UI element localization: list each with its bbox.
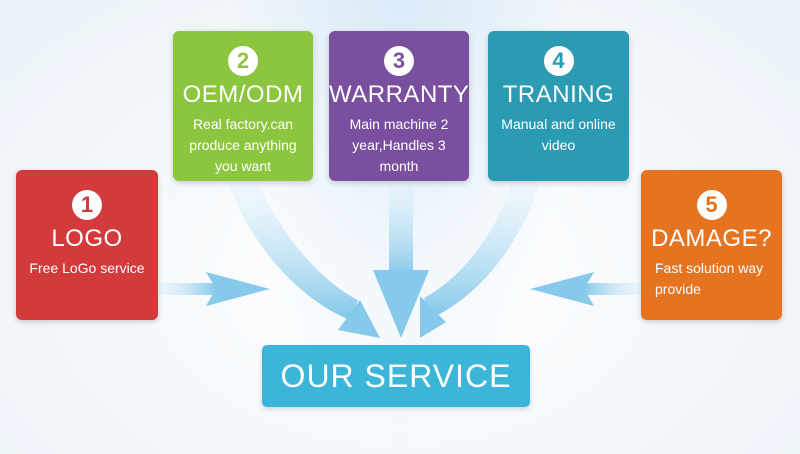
oem-odm-service-card: 2 OEM/ODM Real factory.can produce anyth… bbox=[173, 31, 313, 181]
arrow-from-training bbox=[420, 182, 540, 338]
card-description: Free LoGo service bbox=[29, 260, 145, 277]
arrow-from-logo bbox=[158, 272, 270, 306]
card-title: OEM/ODM bbox=[182, 81, 304, 108]
card-title: TRANING bbox=[502, 81, 615, 108]
training-service-card: 4 TRANING Manual and online video bbox=[488, 31, 629, 181]
arrow-from-oem bbox=[228, 182, 380, 338]
warranty-service-card: 3 WARRANTY Main machine 2 year,Handles 3… bbox=[329, 31, 469, 181]
arrow-from-damage bbox=[530, 272, 642, 306]
number-badge: 1 bbox=[72, 190, 102, 220]
card-description: Main machine 2 year,Handles 3 month bbox=[349, 116, 449, 175]
arrow-from-warranty bbox=[373, 182, 429, 338]
damage-service-card: 5 DAMAGE? Fast solution way provide bbox=[641, 170, 782, 320]
number-badge: 4 bbox=[543, 46, 574, 76]
number-badge: 5 bbox=[696, 190, 727, 220]
card-description: Manual and online video bbox=[501, 116, 616, 154]
card-title: WARRANTY bbox=[329, 81, 470, 108]
number-badge: 2 bbox=[228, 46, 258, 76]
our-service-box: OUR SERVICE bbox=[262, 345, 530, 407]
card-description: Real factory.can produce anything you wa… bbox=[189, 116, 297, 175]
number-badge: 3 bbox=[384, 46, 414, 76]
card-description: Fast solution way provide bbox=[655, 260, 764, 298]
logo-service-card: 1 LOGO Free LoGo service bbox=[16, 170, 158, 320]
card-title: DAMAGE? bbox=[651, 225, 772, 252]
card-title: LOGO bbox=[51, 225, 123, 252]
